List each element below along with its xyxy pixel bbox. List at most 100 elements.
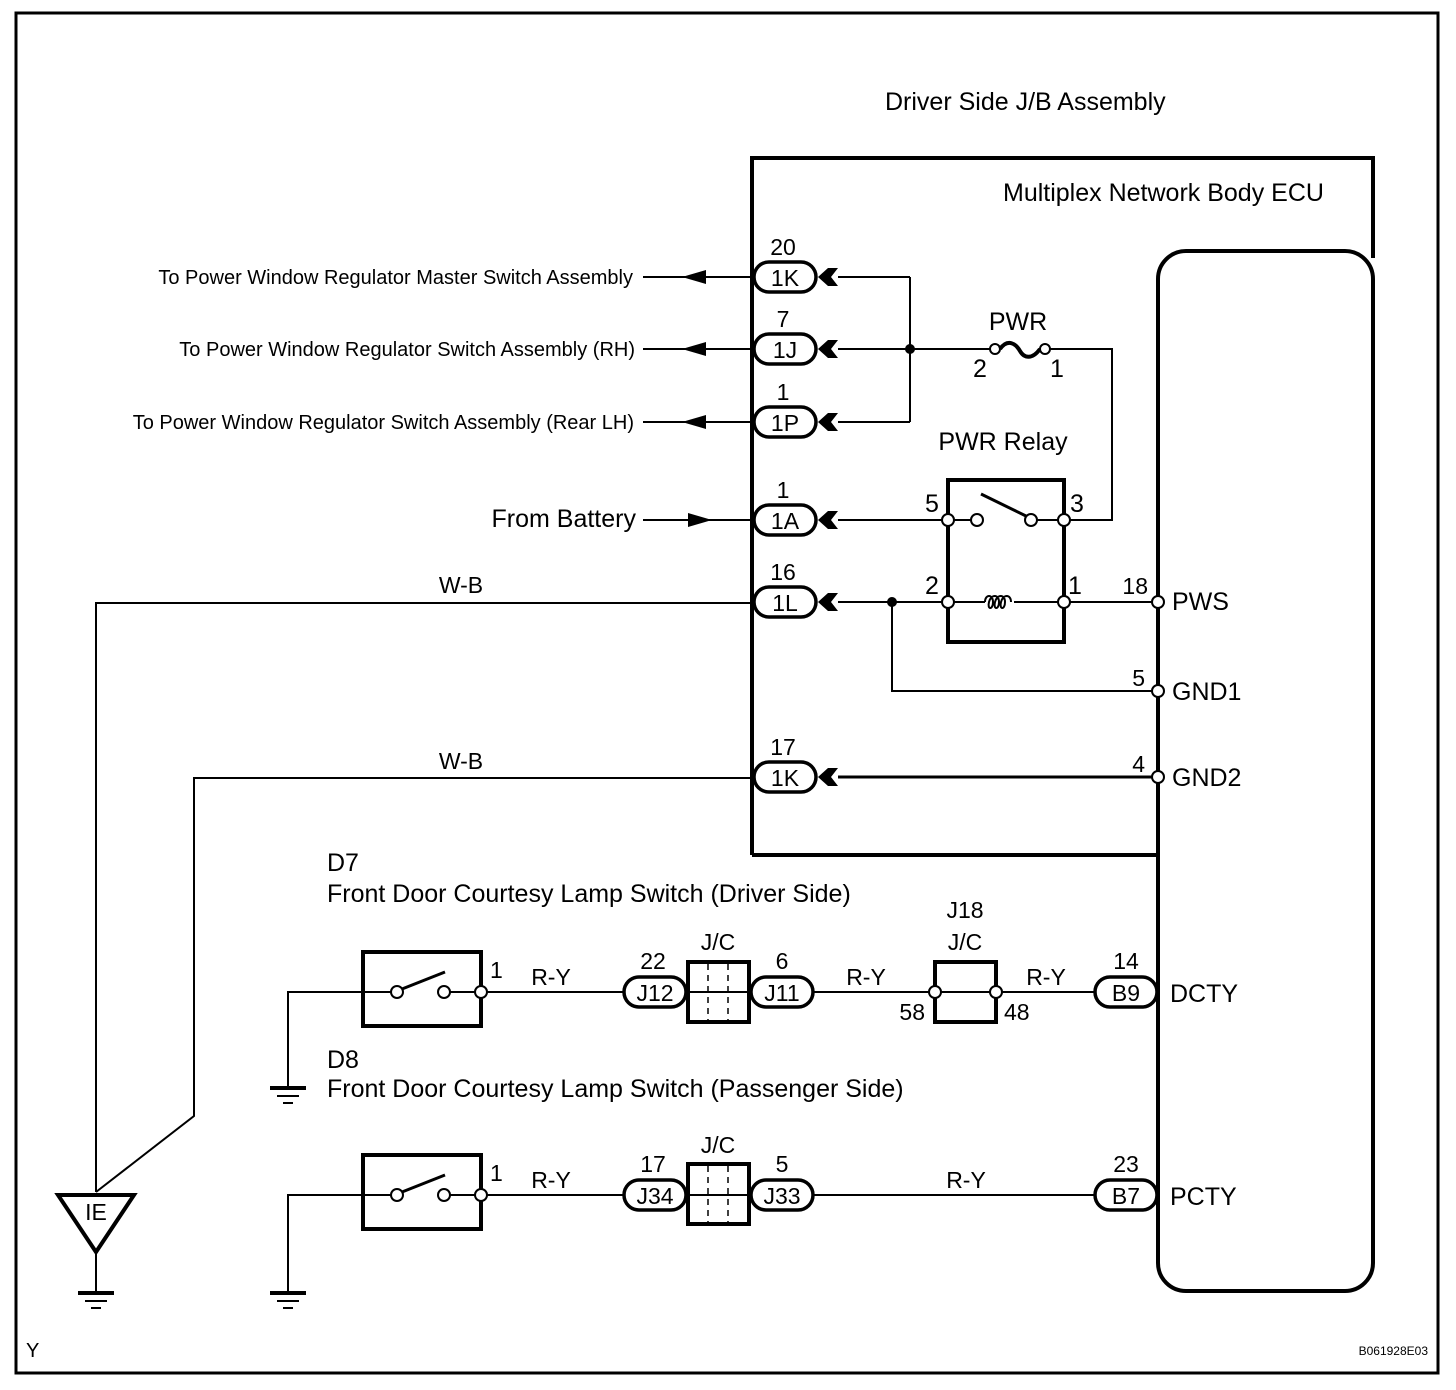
ecu-pin: 23 (1113, 1151, 1139, 1177)
switch-pin: 1 (490, 1160, 503, 1186)
output-rear-lh-switch: To Power Window Regulator Switch Assembl… (133, 379, 910, 439)
j18-label: J/C (948, 929, 983, 955)
diagram-frame (14, 11, 1440, 1375)
ground-icon (268, 1291, 308, 1310)
switch-code: D7 (327, 849, 359, 877)
terminal-name: GND1 (1172, 678, 1241, 706)
pin-number: 18 (1122, 573, 1148, 599)
pin-number: 4 (1132, 751, 1145, 777)
ecu-terminal-gnd2: 4 GND2 (1132, 751, 1241, 792)
jc-out-pin: 6 (776, 948, 789, 974)
ground-point-label: IE (85, 1199, 107, 1225)
terminal-name: GND2 (1172, 764, 1241, 792)
jc-in-pin: 17 (640, 1151, 666, 1177)
relay-coil-icon (984, 595, 1012, 609)
connector-code: 1L (772, 590, 798, 616)
arrow-right-icon (688, 513, 712, 527)
ecu-connector: B7 (1112, 1183, 1140, 1209)
wire-color: R-Y (1026, 964, 1066, 990)
relay-box (946, 478, 1066, 644)
ground-point-ie: IE (54, 1193, 138, 1310)
jc-label: J/C (701, 1132, 736, 1158)
fuse-icon (998, 340, 1042, 359)
output-rh-switch: To Power Window Regulator Switch Assembl… (179, 306, 910, 366)
jc-out-connector: J11 (764, 980, 799, 1006)
ecu-title: Multiplex Network Body ECU (1003, 179, 1324, 207)
jc-in-connector: J34 (636, 1183, 673, 1209)
ground-wire-1l: W-B 16 1L (95, 559, 1152, 1192)
switch-box (361, 950, 483, 1028)
relay-pin-3: 3 (1070, 490, 1084, 518)
jb-assembly-box (750, 156, 1375, 855)
connector-code: 1J (773, 337, 797, 363)
ground-icon (76, 1291, 116, 1310)
ground-triangle-icon (54, 1193, 138, 1256)
fuse-pin-right: 1 (1050, 355, 1064, 383)
output-label: To Power Window Regulator Switch Assembl… (179, 339, 635, 361)
jc-out-connector: J33 (763, 1183, 800, 1209)
j18-code: J18 (946, 897, 983, 923)
switch-code: D8 (327, 1046, 359, 1074)
relay-pin-1: 1 (1068, 572, 1082, 600)
passenger-door-switch-circuit: D8 Front Door Courtesy Lamp Switch (Pass… (268, 1046, 1237, 1310)
pin-number: 17 (770, 734, 796, 760)
relay-pin-2: 2 (925, 572, 939, 600)
connector-code: 1K (771, 765, 800, 791)
terminal-name: DCTY (1170, 980, 1238, 1008)
jc-in-connector: J12 (636, 980, 673, 1006)
ground-wire-1k: W-B 17 1K (95, 734, 1152, 1193)
ecu-connector: B9 (1112, 980, 1140, 1006)
corner-mark: Y (26, 1340, 39, 1362)
fuse-label: PWR (989, 308, 1047, 336)
connector-code: 1A (771, 508, 800, 534)
wire-color: W-B (439, 748, 483, 774)
connector-code: 1P (771, 410, 799, 436)
jc-out-pin: 5 (776, 1151, 789, 1177)
relay-label: PWR Relay (938, 428, 1068, 456)
arrow-left-icon (682, 415, 706, 429)
terminal-name: PCTY (1170, 1183, 1237, 1211)
fuse-pin-left: 2 (973, 355, 987, 383)
pin-number: 20 (770, 234, 796, 260)
pin-number: 7 (777, 306, 790, 332)
switch-pin: 1 (490, 957, 503, 983)
terminal-name: PWS (1172, 588, 1229, 616)
output-label: To Power Window Regulator Master Switch … (158, 267, 633, 289)
jb-assembly-title: Driver Side J/B Assembly (885, 88, 1166, 116)
battery-input: From Battery 1 1A (492, 477, 942, 537)
arrow-left-icon (682, 342, 706, 356)
pin-number: 5 (1132, 665, 1145, 691)
pwr-fuse: PWR 2 1 (910, 308, 1113, 521)
ecu-terminal-gnd1: 5 GND1 (1132, 665, 1241, 706)
wire-color: R-Y (946, 1167, 986, 1193)
pin-number: 16 (770, 559, 796, 585)
jc-label: J/C (701, 929, 736, 955)
arrow-left-icon (682, 270, 706, 284)
switch-arm-icon (401, 970, 446, 991)
connector-code: 1K (771, 265, 800, 291)
output-master-switch: To Power Window Regulator Master Switch … (158, 234, 910, 294)
ground-icon (268, 1086, 308, 1105)
jc-in-pin: 22 (640, 948, 666, 974)
switch-box (361, 1153, 483, 1231)
wire-color: R-Y (531, 964, 571, 990)
relay-switch-arm (980, 492, 1027, 518)
j18-in-pin: 58 (899, 999, 925, 1025)
wire-color: R-Y (531, 1167, 571, 1193)
ecu-pin: 14 (1113, 948, 1139, 974)
driver-door-switch-circuit: D7 Front Door Courtesy Lamp Switch (Driv… (268, 849, 1238, 1105)
switch-name: Front Door Courtesy Lamp Switch (Passeng… (327, 1075, 904, 1103)
pin-number: 1 (777, 379, 790, 405)
output-label: To Power Window Regulator Switch Assembl… (133, 412, 634, 434)
ecu-terminal-pws: 18 PWS (1122, 573, 1229, 616)
wire-color: R-Y (846, 964, 886, 990)
pwr-relay: PWR Relay 5 3 2 1 (925, 428, 1084, 644)
battery-label: From Battery (492, 505, 637, 533)
j18-out-pin: 48 (1004, 999, 1030, 1025)
relay-pin-5: 5 (925, 490, 939, 518)
wire-color: W-B (439, 572, 483, 598)
figure-id: B061928E03 (1359, 1344, 1429, 1358)
switch-name: Front Door Courtesy Lamp Switch (Driver … (327, 880, 851, 908)
switch-arm-icon (401, 1173, 446, 1194)
